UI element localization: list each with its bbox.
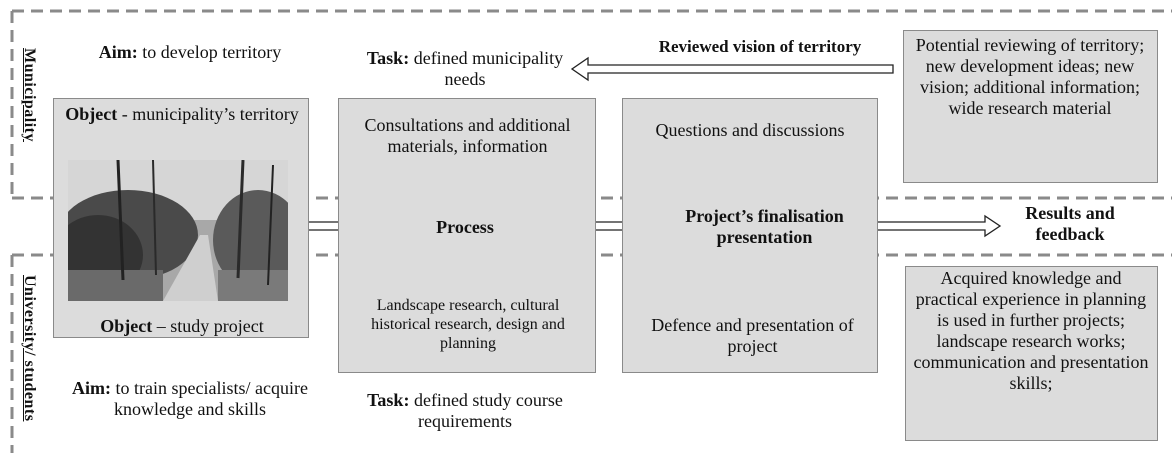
object-top: Object - municipality’s territory (62, 104, 302, 125)
reviewed-vision-label: Reviewed vision of territory (658, 37, 862, 56)
process-box-top-text: Consultations and additional materials, … (364, 115, 571, 156)
task-top-text: defined municipality needs (409, 48, 564, 89)
object-top-label: Object (65, 104, 118, 124)
process-label: Process (436, 217, 494, 237)
task-bottom-label: Task: (367, 390, 410, 410)
reviewing-box (903, 30, 1158, 183)
aim-bottom: Aim: to train specialists/ acquire knowl… (65, 378, 315, 420)
task-top: Task: defined municipality needs (360, 48, 570, 90)
process-box-bottom-text: Landscape research, cultural historical … (371, 297, 565, 352)
task-top-label: Task: (366, 48, 410, 68)
lane-label-municipality: Municipality (21, 48, 38, 143)
finalisation-label: Project’s finalisation presentation (685, 206, 844, 247)
process-box (338, 98, 596, 373)
task-bottom-text: defined study course requirements (409, 390, 563, 431)
results-label: Results and feedback (1025, 203, 1115, 244)
finalisation-box-bottom-text: Defence and presentation of project (651, 315, 854, 356)
aim-top-label: Aim: (98, 42, 138, 62)
object-bottom: Object – study project (62, 316, 302, 337)
aim-top-text: to develop territory (137, 42, 282, 62)
reviewing-box-text: Potential reviewing of territory; new de… (915, 35, 1145, 118)
object-bottom-text: – study project (152, 316, 264, 336)
aim-bottom-text: to train specialists/ acquire knowledge … (111, 378, 308, 419)
acquired-knowledge-box (905, 266, 1158, 441)
territory-photo (68, 160, 288, 301)
task-bottom: Task: defined study course requirements (360, 390, 570, 432)
acquired-knowledge-text: Acquired knowledge and practical experie… (913, 268, 1149, 393)
finalisation-box-top-text: Questions and discussions (655, 120, 845, 140)
arrow-reviewed-vision (570, 56, 894, 82)
finalisation-box (622, 98, 878, 373)
photo-illustration (68, 160, 288, 301)
object-bottom-label: Object (100, 316, 153, 336)
aim-bottom-label: Aim: (72, 378, 112, 398)
object-top-text: - municipality’s territory (117, 104, 299, 124)
arrow-to-results (867, 214, 1002, 238)
lane-label-university: University/ students (21, 275, 38, 422)
aim-top: Aim: to develop territory (80, 42, 300, 63)
